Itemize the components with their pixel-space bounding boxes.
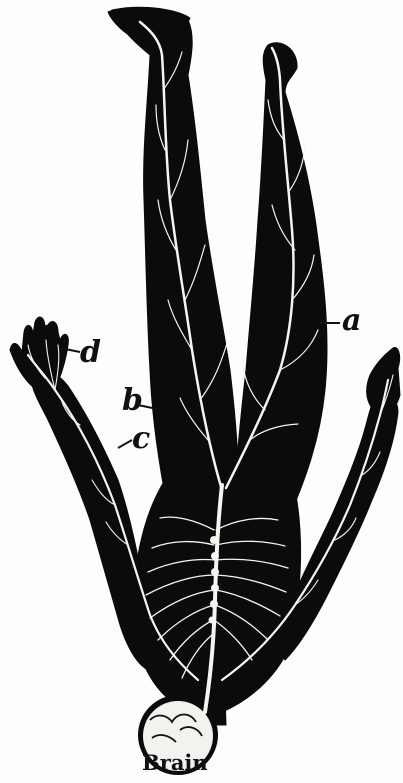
label-a: a xyxy=(342,303,361,338)
brain-label: Brain xyxy=(142,750,208,775)
label-c-leader xyxy=(118,440,132,448)
label-c: c xyxy=(132,421,150,456)
body-silhouette xyxy=(10,7,400,725)
left-leg xyxy=(112,9,239,510)
label-b: b xyxy=(122,383,143,418)
label-d: d xyxy=(80,335,101,370)
